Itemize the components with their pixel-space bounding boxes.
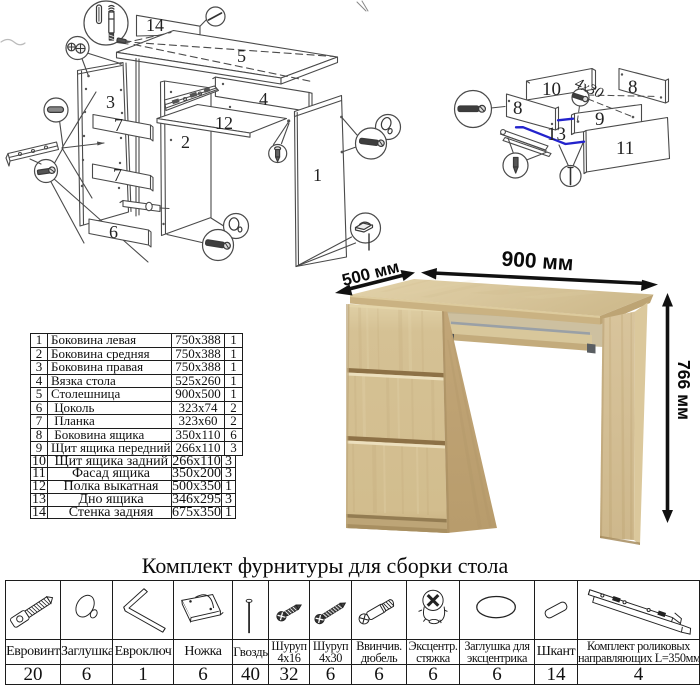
svg-text:3: 3 — [106, 92, 115, 112]
svg-text:8: 8 — [513, 98, 523, 119]
svg-text:12: 12 — [215, 113, 233, 133]
svg-text:4: 4 — [259, 89, 268, 109]
svg-text:11: 11 — [616, 138, 634, 159]
svg-text:1: 1 — [313, 165, 322, 185]
svg-text:8: 8 — [628, 77, 638, 98]
svg-text:900 мм: 900 мм — [501, 248, 574, 276]
svg-text:10: 10 — [542, 79, 561, 100]
svg-text:13: 13 — [547, 124, 566, 145]
svg-text:2: 2 — [181, 132, 190, 152]
svg-text:9: 9 — [595, 109, 605, 130]
svg-text:766 мм: 766 мм — [674, 360, 694, 420]
svg-text:5: 5 — [237, 46, 246, 66]
svg-text:7: 7 — [113, 165, 122, 185]
svg-text:6: 6 — [109, 222, 118, 242]
svg-text:14: 14 — [146, 15, 164, 35]
svg-text:7: 7 — [114, 115, 123, 135]
